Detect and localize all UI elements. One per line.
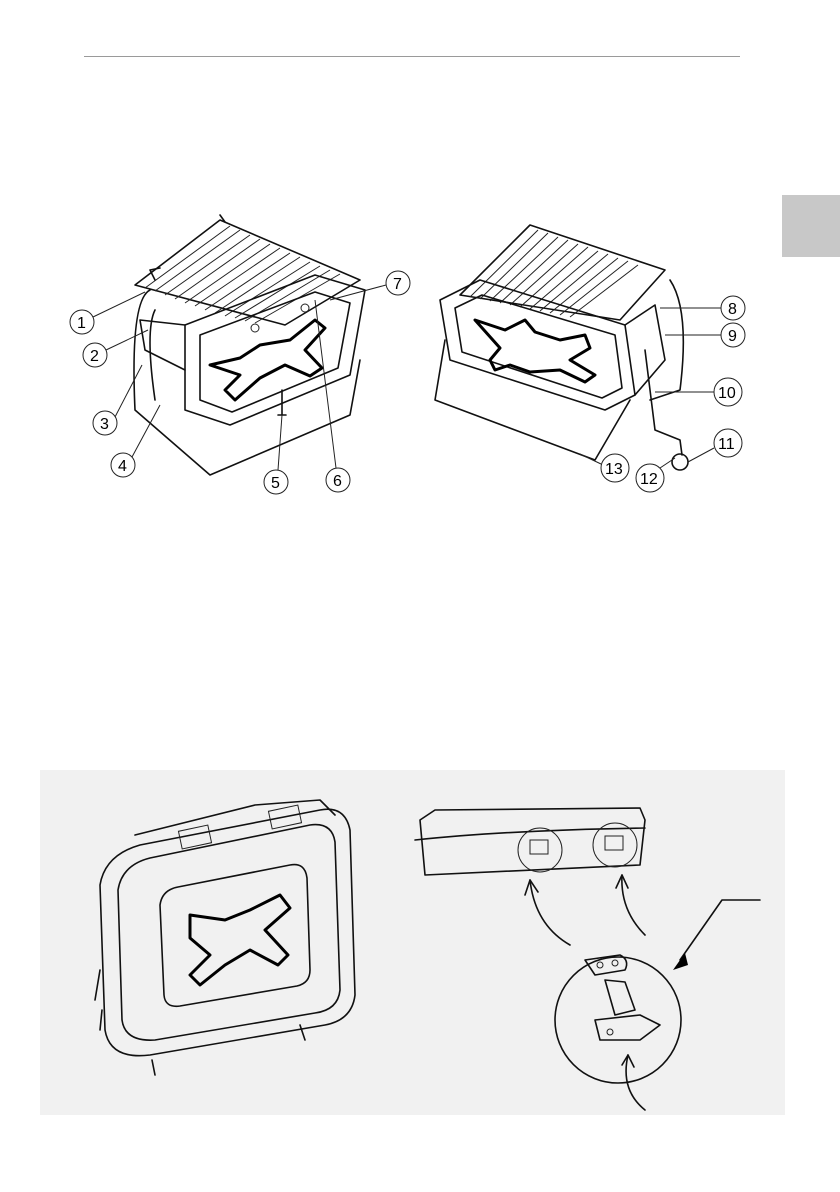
- svg-text:7: 7: [393, 276, 402, 293]
- svg-text:11: 11: [718, 436, 735, 453]
- svg-text:9: 9: [728, 328, 737, 345]
- svg-text:5: 5: [271, 475, 280, 492]
- header-rule: [84, 56, 740, 57]
- callout-11: 11: [688, 429, 742, 462]
- svg-text:4: 4: [118, 458, 127, 475]
- grill-body-rear: [440, 280, 665, 410]
- svg-text:2: 2: [90, 348, 99, 365]
- svg-text:13: 13: [605, 461, 623, 478]
- callout-5: 5: [264, 415, 288, 494]
- callout-10: 10: [655, 378, 742, 406]
- callout-13: 13: [580, 454, 629, 482]
- callout-7: 7: [330, 271, 410, 300]
- grill-grate: [135, 215, 360, 325]
- callout-9: 9: [665, 323, 745, 347]
- flat-case-view: [415, 808, 645, 875]
- callout-12: 12: [636, 458, 675, 492]
- closed-case-view: [95, 800, 355, 1075]
- callout-4: 4: [111, 405, 160, 477]
- latch-detail-view: [555, 955, 681, 1083]
- svg-text:6: 6: [333, 473, 342, 490]
- callout-2: 2: [83, 330, 148, 367]
- svg-text:10: 10: [718, 385, 736, 402]
- callouts-rear: 8 9 10 11 12 13: [580, 296, 745, 492]
- grill-view-front: 1 2 3 4 5 6 7: [60, 200, 430, 500]
- svg-text:12: 12: [640, 471, 658, 488]
- callout-8: 8: [660, 296, 745, 320]
- svg-text:8: 8: [728, 301, 737, 318]
- pointer-arrows: [525, 875, 760, 1110]
- closed-grill-panel: [40, 770, 785, 1115]
- section-tab: [782, 195, 840, 257]
- svg-text:3: 3: [100, 416, 109, 433]
- grill-body: [140, 275, 365, 425]
- grill-view-rear: 8 9 10 11 12 13: [420, 200, 770, 500]
- svg-text:1: 1: [77, 315, 86, 332]
- callout-1: 1: [70, 292, 145, 334]
